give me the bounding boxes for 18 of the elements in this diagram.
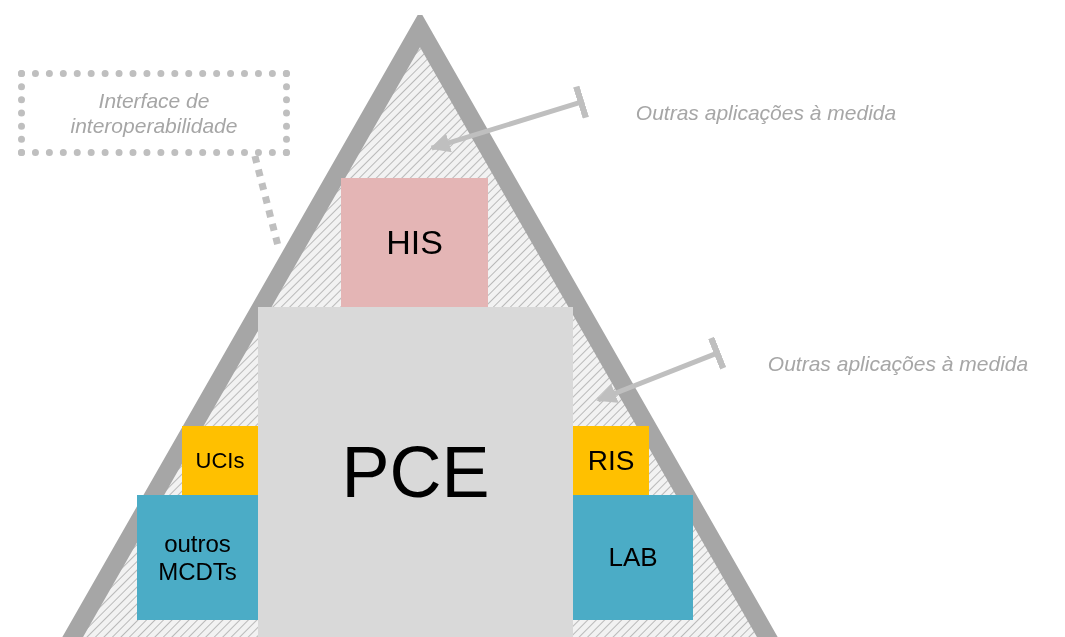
callout-text: Interface de interoperabilidade xyxy=(69,87,239,139)
system-label: PCE xyxy=(341,431,490,513)
leader-arrow xyxy=(596,336,727,403)
system-label: outros MCDTs xyxy=(157,529,238,586)
system-box xyxy=(258,307,573,637)
callout-tooltip xyxy=(18,70,290,156)
system-label: HIS xyxy=(386,223,443,262)
annotation-text: Outras aplicações à medida xyxy=(767,352,1029,376)
system-label: RIS xyxy=(586,444,636,477)
system-label: LAB xyxy=(607,542,659,573)
system-box xyxy=(573,495,693,620)
system-box xyxy=(182,426,258,495)
system-box xyxy=(137,495,258,620)
leader-arrow xyxy=(429,85,589,153)
system-label: UCIs xyxy=(194,447,246,474)
annotation-text: Outras aplicações à medida xyxy=(635,101,897,125)
system-box xyxy=(341,178,488,307)
system-box xyxy=(573,426,649,495)
